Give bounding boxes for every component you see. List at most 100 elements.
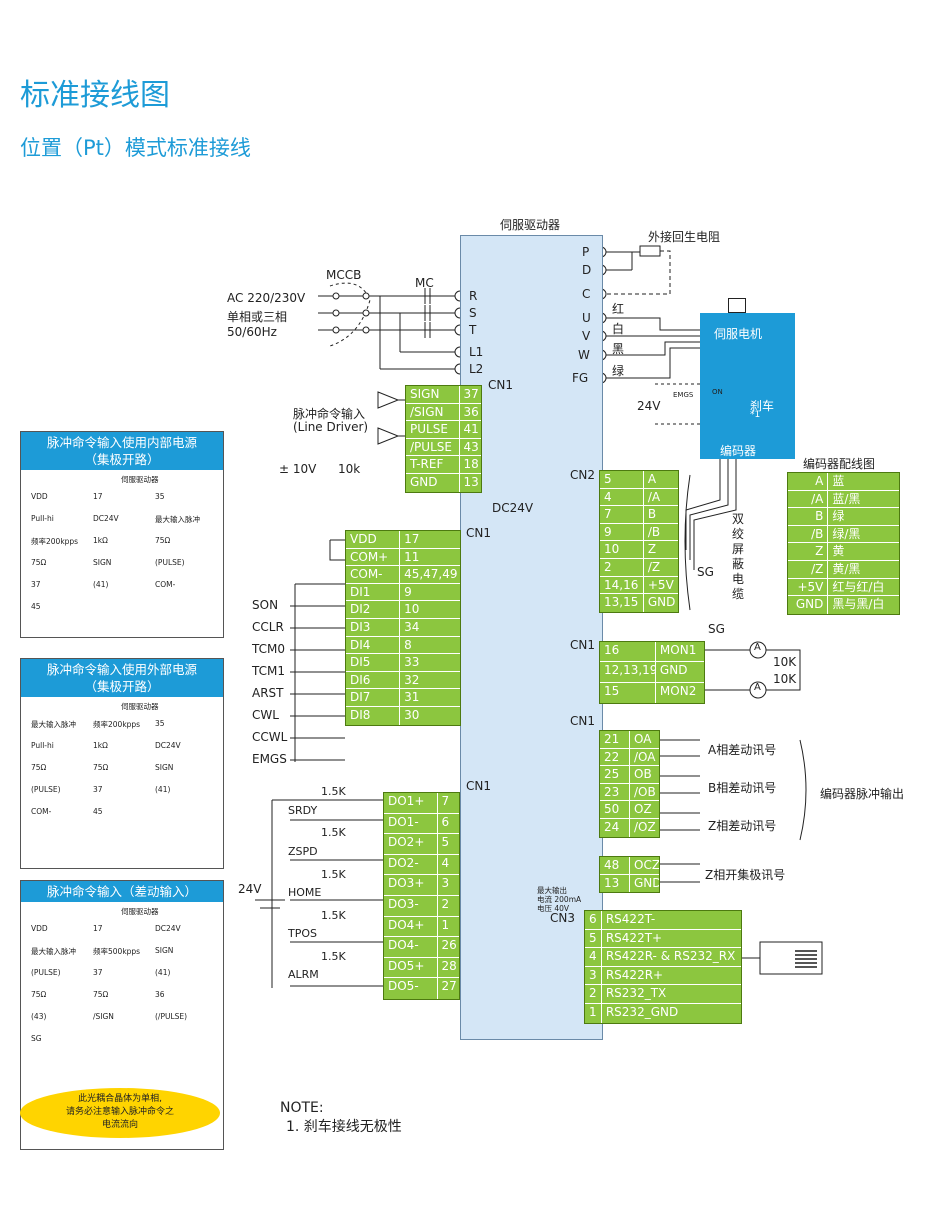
do-resistor-label: 1.5K (321, 909, 346, 922)
di-row: COM-45,47,49 (346, 566, 460, 584)
cable-char: 蔽 (732, 557, 745, 571)
panel-label: /SIGN (93, 1012, 114, 1021)
panel-label: 频率500kpps (93, 947, 141, 956)
pulse-cell: GND (410, 474, 438, 489)
panel-label: SIGN (155, 946, 174, 955)
mon1-res: 10K (773, 655, 797, 669)
ocz-cell: OCZ (629, 857, 659, 874)
cn2-row: 14,16+5V (600, 576, 678, 595)
enc-out-cell: 22 (604, 749, 620, 764)
panel-label: DC24V (93, 514, 119, 523)
terminal-s: S (469, 306, 477, 320)
enc-out-cell: OZ (629, 801, 659, 818)
cn2-row: 4/A (600, 488, 678, 507)
do-cell: 3 (436, 875, 459, 895)
wire-green: 绿 (612, 364, 625, 378)
panel-title-line: （集极开路） (84, 452, 160, 467)
panel-label: 1kΩ (93, 741, 108, 750)
cn2-cell: +5V (642, 576, 678, 594)
do-cell: 2 (436, 895, 459, 916)
encoder-table-cell: +5V (797, 579, 824, 594)
pulse-caption-1: 脉冲命令输入 (293, 407, 366, 421)
drive-label: 伺服驱动器 (500, 218, 561, 232)
encoder-table-cell: 蓝/黑 (827, 490, 899, 508)
page-title: 标准接线图 (20, 78, 170, 113)
mon-cell: MON2 (654, 682, 704, 703)
enc-out-cell: /OZ (629, 818, 659, 837)
di-signal-label: CCLR (252, 620, 284, 634)
panel-label: (41) (155, 968, 171, 977)
panel-label: (41) (93, 580, 109, 589)
cn2-cell: 4 (604, 489, 612, 504)
enc-out-row: 50 OZ (600, 801, 659, 819)
panel-label: 35 (155, 492, 165, 501)
panel-label: COM- (31, 807, 52, 816)
mon2-res: 10K (773, 672, 797, 686)
enc-out-cell: 50 (604, 802, 620, 817)
do-row: DO2-4 (384, 854, 459, 876)
panel-label: (PULSE) (155, 558, 185, 567)
do-signal-label: HOME (288, 886, 322, 899)
mon-cell: 15 (604, 683, 620, 698)
cn3-cell: 6 (589, 912, 597, 926)
panel-title: 脉冲命令输入使用外部电源（集极开路） (21, 659, 223, 697)
di-signal-label: EMGS (252, 752, 287, 766)
panel-label: SG (31, 1034, 42, 1043)
panel-title-line: 脉冲命令输入使用外部电源 (46, 662, 197, 677)
di-cell: COM+ (350, 549, 389, 564)
motor-top-cap (728, 298, 746, 313)
di-cell: 11 (399, 548, 460, 566)
do-resistor-label: 1.5K (321, 868, 346, 881)
motor-on-label: ON (712, 388, 723, 396)
encoder-label: 编码器 (720, 444, 757, 458)
cn2-label: CN2 (570, 468, 595, 482)
mon-cell: MON1 (654, 642, 704, 662)
di-cell: 30 (399, 706, 460, 725)
do-resistor-label: 1.5K (321, 785, 346, 798)
cn3-cell: RS422R+ (600, 966, 741, 985)
panel-label: 频率200kpps (93, 720, 141, 729)
mccb-label: MCCB (326, 268, 362, 282)
do-row: DO5+28 (384, 957, 459, 979)
di-cell: DI7 (350, 690, 371, 705)
di-signal-label: CCWL (252, 730, 288, 744)
pulse-cell: SIGN (410, 387, 440, 401)
motor-label: 伺服电机 (714, 327, 763, 341)
cn3-cell: RS422T- (600, 911, 741, 929)
enc-out-cell: OA (629, 731, 659, 748)
di-cell: DI6 (350, 672, 371, 687)
mon-cell: 12,13,19 (604, 663, 655, 678)
dc24v-top: DC24V (492, 501, 534, 515)
terminal-l1: L1 (469, 345, 484, 359)
panel-label: (/PULSE) (155, 1012, 188, 1021)
cn1-label-mon: CN1 (570, 638, 595, 652)
do-cell: 4 (436, 854, 459, 875)
panel-label: 最大输入脉冲 (31, 947, 76, 956)
cn2-row: 9/B (600, 523, 678, 542)
cable-char: 绞 (732, 527, 745, 541)
di-cell: 45,47,49 (399, 566, 460, 583)
terminal-l2: L2 (469, 362, 484, 376)
terminal-d: D (582, 263, 592, 277)
panel-label: 75Ω (31, 558, 47, 567)
cn3-cell: RS232_TX (600, 985, 741, 1003)
cable-char: 屏 (732, 542, 745, 556)
warning-line-3: 电流流向 (101, 1120, 138, 1130)
